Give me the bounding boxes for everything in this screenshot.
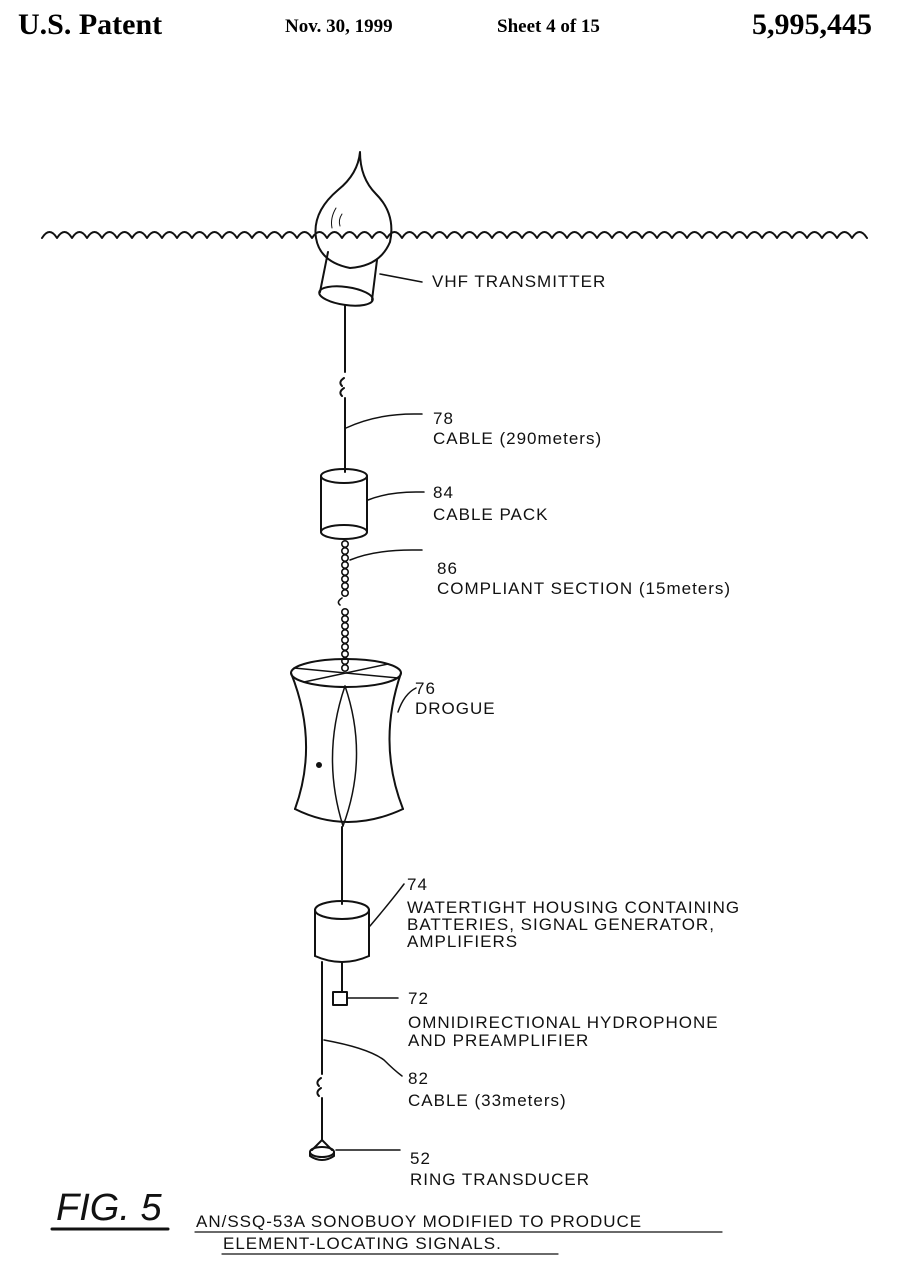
ref-82: 82 [408,1069,429,1088]
figure-caption-line-1: AN/SSQ-53A SONOBUOY MODIFIED TO PRODUCE [196,1212,642,1231]
label-cable-pack: CABLE PACK [433,505,549,524]
ref-84: 84 [433,483,454,502]
water-surface [41,231,868,239]
vhf-transmitter [318,251,378,307]
label-housing-line-3: AMPLIFIERS [407,932,518,951]
label-vhf-transmitter: VHF TRANSMITTER [432,272,606,291]
label-compliant-section: COMPLIANT SECTION (15meters) [437,579,731,598]
ring-transducer [309,1139,335,1161]
hydrophone [332,991,348,1006]
ref-78: 78 [433,409,454,428]
figure-caption-line-2: ELEMENT-LOCATING SIGNALS. [223,1234,502,1253]
ref-86: 86 [437,559,458,578]
label-hydrophone-line-2: AND PREAMPLIFIER [408,1031,589,1050]
sheet-number: Sheet 4 of 15 [497,16,600,37]
label-housing-line-2: BATTERIES, SIGNAL GENERATOR, [407,915,715,934]
compliant-section [340,539,349,672]
figure-label: FIG. 5 [56,1187,162,1229]
patent-date: Nov. 30, 1999 [285,16,393,37]
label-hydrophone-line-1: OMNIDIRECTIONAL HYDROPHONE [408,1013,719,1032]
float-balloon [314,151,393,269]
patent-number: 5,995,445 [752,8,872,41]
cable-pack [320,468,368,540]
label-cable-upper: CABLE (290meters) [433,429,602,448]
ref-74: 74 [407,875,428,894]
label-housing-line-1: WATERTIGHT HOUSING CONTAINING [407,898,740,917]
label-cable-lower: CABLE (33meters) [408,1091,567,1110]
ref-76: 76 [415,679,436,698]
patent-office-label: U.S. Patent [18,8,163,41]
watertight-housing [314,900,370,963]
ref-52: 52 [410,1149,431,1168]
cable-break-mark [339,377,345,397]
drogue [290,658,404,827]
label-ring-transducer: RING TRANSDUCER [410,1170,590,1189]
label-drogue: DROGUE [415,699,496,718]
ref-72: 72 [408,989,429,1008]
